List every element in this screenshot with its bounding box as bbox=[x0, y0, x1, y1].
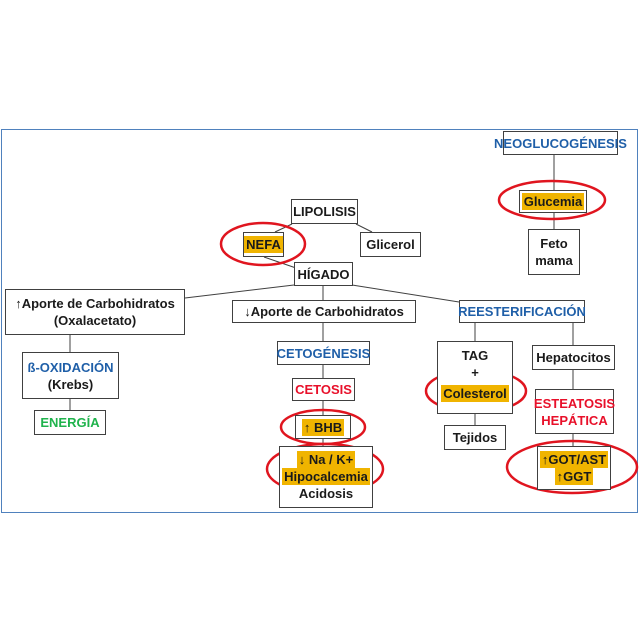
node-bhb-label: ↑ BHB bbox=[301, 418, 345, 436]
highlight-circle-got bbox=[505, 439, 639, 495]
node-cetosis: CETOSIS bbox=[292, 378, 355, 401]
node-b-oxidacion-line2: (Krebs) bbox=[47, 376, 94, 392]
diagram-frame bbox=[1, 129, 638, 513]
connector-lipolisis-nefa bbox=[274, 223, 293, 233]
node-feto: Feto mama bbox=[528, 229, 580, 275]
node-esteatosis-line2: HEPÁTICA bbox=[541, 412, 608, 428]
node-ggt-label: ↑GGT bbox=[554, 468, 594, 485]
node-got-ast-label: ↑GOT/AST bbox=[539, 451, 609, 468]
node-glucemia: Glucemia bbox=[519, 190, 587, 213]
node-aporte-down-label: ↓Aporte de Carbohidratos bbox=[244, 304, 404, 319]
node-b-oxidacion: ß-OXIDACIÓN (Krebs) bbox=[22, 352, 119, 399]
node-esteatosis-line1: ESTEATOSIS bbox=[533, 395, 616, 411]
node-neoglucogenesis: NEOGLUCOGÉNESIS bbox=[494, 131, 627, 155]
node-lipolisis-label: LIPOLISIS bbox=[293, 204, 356, 219]
node-feto-line1: Feto bbox=[540, 236, 568, 251]
node-energia: ENERGÍA bbox=[34, 410, 106, 435]
node-higado-label: HÍGADO bbox=[297, 266, 350, 282]
node-neoglucogenesis-label: NEOGLUCOGÉNESIS bbox=[494, 135, 627, 151]
node-aporte-up-line2: (Oxalacetato) bbox=[53, 313, 137, 328]
node-acidosis-label: Acidosis bbox=[298, 486, 354, 501]
node-glucemia-label: Glucemia bbox=[521, 193, 585, 210]
node-glicerol-label: Glicerol bbox=[366, 237, 415, 252]
highlight-circle-nefa bbox=[219, 221, 307, 267]
node-na-k-label: ↓ Na / K+ bbox=[296, 451, 356, 468]
node-aporte-up-line1: ↑Aporte de Carbohidratos bbox=[15, 296, 175, 311]
node-reesterificacion: REESTERIFICACIÓN bbox=[458, 300, 586, 323]
node-nefa: NEFA bbox=[243, 232, 284, 257]
node-aporte-up: ↑Aporte de Carbohidratos (Oxalacetato) bbox=[5, 289, 185, 335]
node-aporte-down: ↓Aporte de Carbohidratos bbox=[232, 300, 416, 323]
node-cetogenesis-label: CETOGÉNESIS bbox=[276, 345, 371, 361]
node-cetosis-label: CETOSIS bbox=[295, 382, 352, 397]
node-tag-label: TAG bbox=[461, 348, 489, 363]
node-reesterificacion-label: REESTERIFICACIÓN bbox=[458, 304, 586, 319]
node-cetogenesis: CETOGÉNESIS bbox=[277, 341, 370, 365]
node-tejidos: Tejidos bbox=[444, 425, 506, 450]
node-tejidos-label: Tejidos bbox=[452, 430, 498, 445]
node-glicerol: Glicerol bbox=[360, 232, 421, 257]
node-tag-group: TAG + Colesterol bbox=[437, 341, 513, 414]
connector-lipolisis-glicerol bbox=[355, 223, 373, 233]
node-esteatosis: ESTEATOSIS HEPÁTICA bbox=[533, 389, 616, 434]
connector-higado-aporte-up bbox=[184, 284, 295, 299]
node-got-group: ↑GOT/AST ↑GGT bbox=[537, 446, 611, 490]
highlight-circle-glucemia bbox=[497, 179, 607, 221]
node-hipocalcemia-label: Hipocalcemia bbox=[282, 468, 370, 485]
node-nefa-label: NEFA bbox=[244, 236, 283, 253]
node-plus-label: + bbox=[471, 365, 479, 380]
node-acidosis-group: ↓ Na / K+ Hipocalcemia Acidosis bbox=[279, 446, 373, 508]
node-lipolisis: LIPOLISIS bbox=[291, 199, 358, 224]
connector-higado-reesterificacion bbox=[351, 284, 460, 303]
node-colesterol-label: Colesterol bbox=[441, 385, 509, 402]
node-feto-line2: mama bbox=[535, 253, 573, 268]
node-hepatocitos: Hepatocitos bbox=[532, 345, 615, 370]
node-bhb: ↑ BHB bbox=[295, 415, 351, 439]
node-hepatocitos-label: Hepatocitos bbox=[536, 350, 611, 365]
node-higado: HÍGADO bbox=[294, 262, 353, 286]
node-b-oxidacion-line1: ß-OXIDACIÓN bbox=[27, 359, 114, 375]
node-energia-label: ENERGÍA bbox=[40, 415, 100, 430]
